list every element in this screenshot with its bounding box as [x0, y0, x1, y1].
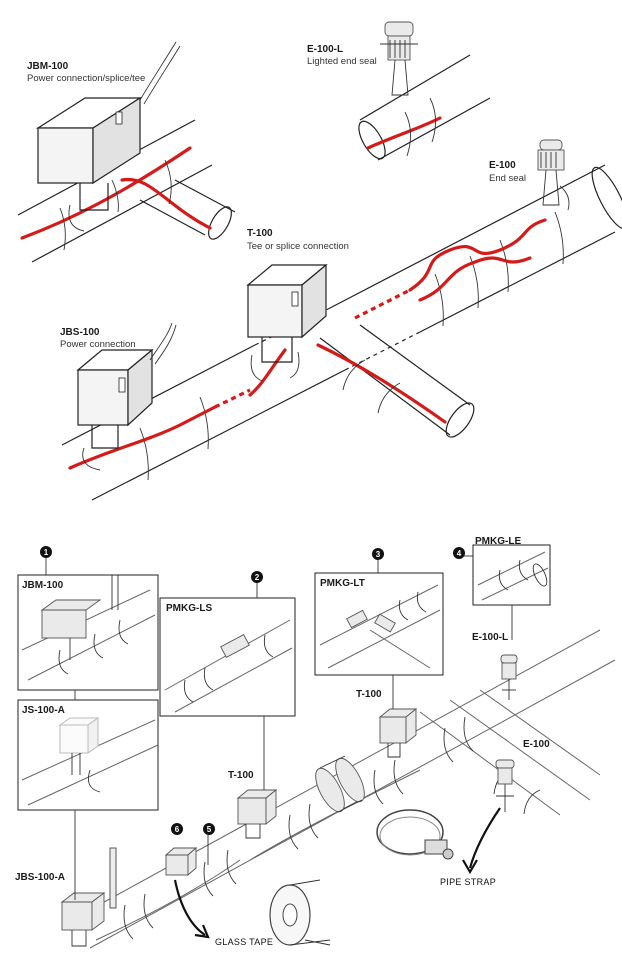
bottom-e100l-end-seal — [500, 654, 518, 700]
e100l-pipe — [358, 54, 491, 161]
label-pmkgle: PMKG-LE — [475, 536, 521, 547]
handwritten-arrows — [173, 807, 501, 939]
label-pmkgls: PMKG-LS — [166, 603, 212, 614]
svg-text:2: 2 — [255, 573, 260, 582]
label-t100-right: T-100 — [356, 689, 382, 700]
jbs100-junction-box — [76, 322, 177, 471]
e100l-code-label: E-100-L — [307, 44, 343, 55]
jbs100-desc-label: Power connection — [60, 339, 136, 350]
callout-number-4: 4 — [453, 547, 465, 559]
main-pipe — [61, 164, 622, 501]
jbm100-code-label: JBM-100 — [27, 61, 69, 72]
label-js100a: JS-100-A — [22, 705, 65, 716]
label-glass-tape: GLASS TAPE — [215, 937, 273, 947]
bottom-box-6 — [164, 847, 198, 876]
label-t100-left: T-100 — [228, 770, 254, 781]
e100-code-label: E-100 — [489, 160, 516, 171]
glass-tape-roll — [269, 879, 331, 946]
callout-number-1: 1 — [40, 546, 52, 558]
detail-frame-pmkgls — [159, 597, 296, 717]
t100-code-label: T-100 — [247, 228, 273, 239]
svg-text:3: 3 — [376, 550, 381, 559]
svg-text:1: 1 — [44, 548, 49, 557]
bottom-jbs100a-box — [60, 847, 117, 947]
detail-frame-pmkgle — [472, 544, 551, 606]
pipe-strap-clamp — [376, 809, 454, 860]
callout-number-3: 3 — [372, 548, 384, 560]
t100-junction-box — [246, 263, 328, 382]
callout-number-5: 5 — [203, 823, 215, 835]
jbs100-code-label: JBS-100 — [60, 327, 100, 338]
svg-text:5: 5 — [207, 825, 212, 834]
leader-lines — [45, 555, 513, 900]
detail-frame-js100a — [17, 699, 159, 811]
jbm100-desc-label: Power connection/splice/tee — [27, 73, 145, 84]
e100l-end-seal — [380, 21, 418, 96]
detail-frame-pmkglt — [314, 572, 444, 676]
label-pipe-strap: PIPE STRAP — [440, 877, 496, 887]
bottom-t100-box-right — [378, 708, 418, 758]
e100-end-seal — [537, 139, 570, 211]
bottom-illustration: 1 2 3 4 5 6 JBM-100 JS-100-A JBS-100-A P… — [15, 536, 616, 949]
main-heating-cable — [68, 218, 547, 470]
e100l-desc-label: Lighted end seal — [307, 56, 377, 67]
jbm100-junction-box — [35, 41, 181, 232]
callout-number-6: 6 — [171, 823, 183, 835]
e100-desc-label: End seal — [489, 173, 526, 184]
bottom-t100-box — [236, 789, 278, 839]
tee-branch-pipe — [316, 324, 475, 438]
label-e100l: E-100-L — [472, 632, 508, 643]
detail-frame-jbm100 — [17, 574, 159, 691]
callout-number-2: 2 — [251, 571, 263, 583]
t100-desc-label: Tee or splice connection — [247, 241, 349, 252]
label-pmkglt: PMKG-LT — [320, 578, 365, 589]
pipe-insulation-sleeve — [315, 755, 365, 813]
top-illustration: JBM-100 Power connection/splice/tee E-10… — [17, 21, 622, 501]
bottom-e100-end-seal — [495, 759, 515, 812]
label-jbs100a: JBS-100-A — [15, 872, 65, 883]
svg-text:6: 6 — [175, 825, 180, 834]
label-e100: E-100 — [523, 739, 550, 750]
svg-text:4: 4 — [457, 549, 462, 558]
label-jbm100: JBM-100 — [22, 580, 64, 591]
